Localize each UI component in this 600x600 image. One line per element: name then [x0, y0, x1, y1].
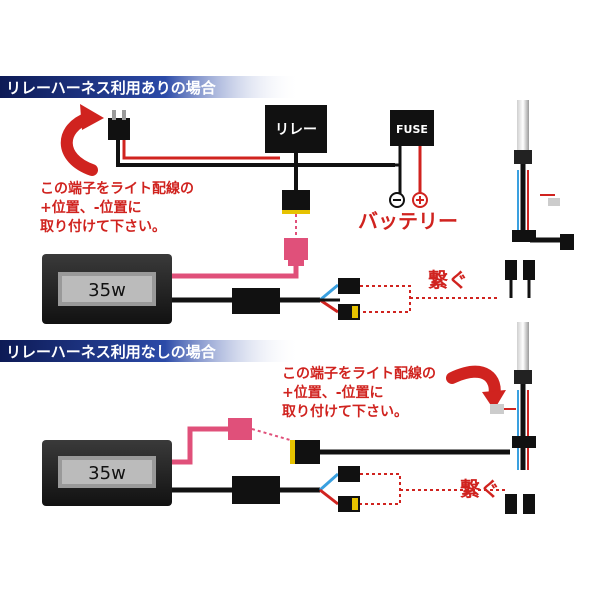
ballast-2-label: 35w: [88, 463, 126, 484]
relay-box: リレー: [265, 105, 327, 153]
svg-text:この端子をライト配線の: この端子をライト配線の: [40, 180, 194, 197]
output-connectors-1: [338, 278, 360, 320]
output-connectors-2: [338, 466, 360, 512]
connect-label-2: 繋ぐ: [460, 477, 500, 501]
battery-label: バッテリー: [358, 209, 458, 233]
fuse-box: FUSE: [390, 110, 434, 146]
svg-text:取り付けて下さい。: 取り付けて下さい。: [40, 218, 166, 235]
terminal-note-1: この端子をライト配線の +位置、-位置に 取り付けて下さい。: [40, 180, 194, 235]
relay-output-connector: [282, 190, 310, 214]
svg-text:+位置、-位置に: +位置、-位置に: [40, 199, 142, 216]
pink-connector-2: [228, 418, 252, 440]
relay-section-title: リレーハーネス利用ありの場合: [6, 79, 217, 97]
hid-bulb-1: [505, 100, 574, 298]
pink-connector-1: [284, 238, 308, 266]
svg-text:+位置、-位置に: +位置、-位置に: [282, 384, 384, 401]
igniter-2: [232, 476, 280, 504]
fuse-box-label: FUSE: [396, 123, 428, 136]
no-relay-section-title: リレーハーネス利用なしの場合: [6, 343, 217, 361]
bulb-feed-connector: [290, 440, 320, 464]
terminal-note-2: この端子をライト配線の +位置、-位置に 取り付けて下さい。: [282, 365, 436, 420]
hid-bulb-2: [490, 322, 536, 514]
igniter-1: [232, 288, 280, 314]
ballast-1-label: 35w: [88, 280, 126, 301]
battery-terminals: [389, 192, 428, 208]
svg-text:この端子をライト配線の: この端子をライト配線の: [282, 365, 436, 382]
no-relay-section-header: リレーハーネス利用なしの場合: [0, 340, 300, 362]
terminal-plug-top: [108, 110, 130, 140]
relay-section-header: リレーハーネス利用ありの場合: [0, 76, 300, 98]
ballast-1: 35w: [42, 254, 172, 324]
ballast-2: 35w: [42, 440, 172, 506]
curved-arrow-icon-2: [446, 365, 506, 410]
relay-box-label: リレー: [275, 122, 317, 138]
connect-label-1: 繋ぐ: [428, 268, 468, 292]
svg-text:取り付けて下さい。: 取り付けて下さい。: [282, 403, 408, 420]
curved-arrow-icon: [60, 104, 104, 176]
